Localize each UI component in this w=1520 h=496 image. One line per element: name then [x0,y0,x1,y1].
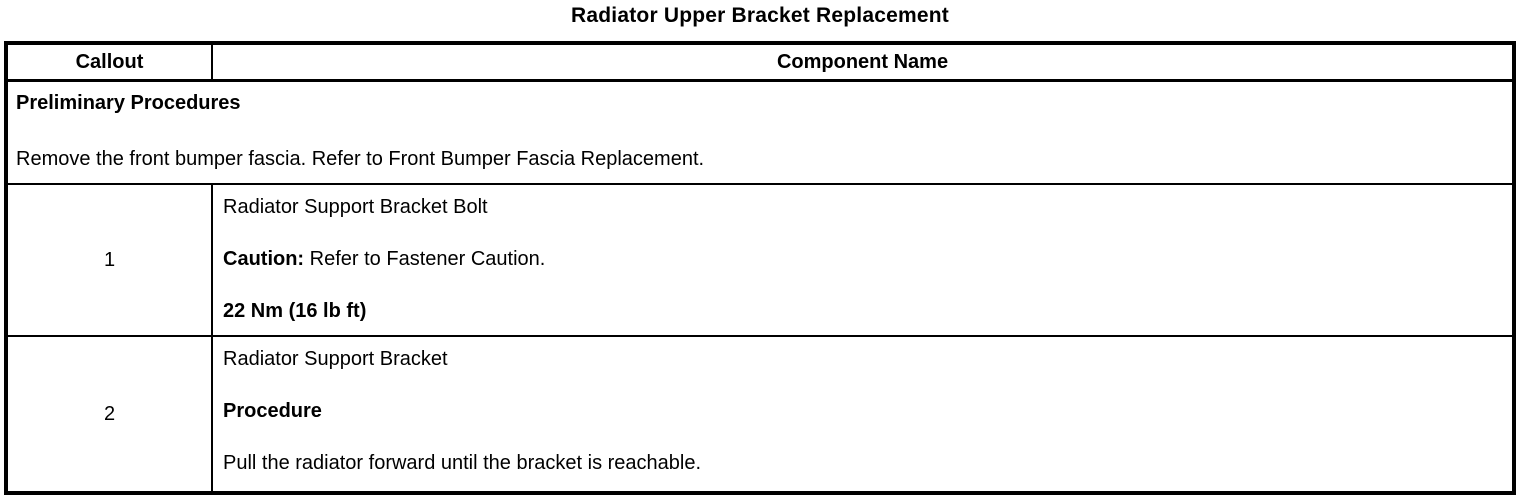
callout-number: 1 [8,185,213,335]
callout-number: 2 [8,337,213,491]
component-description-cell: Radiator Support Bracket Procedure Pull … [213,337,1512,491]
caution-label: Caution: [223,248,305,270]
component-name: Radiator Support Bracket Bolt [223,196,488,218]
preliminary-procedures-row: Preliminary Procedures Remove the front … [8,82,1512,185]
component-column-header: Component Name [776,50,949,73]
callout-header-cell: Callout [8,45,213,79]
page-title: Radiator Upper Bracket Replacement [571,4,949,27]
preliminary-procedures-heading: Preliminary Procedures [16,92,241,114]
preliminary-procedures-text: Remove the front bumper fascia. Refer to… [16,148,705,170]
table-row: 1 Radiator Support Bracket Bolt Caution:… [8,185,1512,337]
table-header-row: Callout Component Name [8,45,1512,82]
component-header-cell: Component Name [213,45,1512,79]
torque-spec: 22 Nm (16 lb ft) [223,300,367,322]
procedure-instruction: Pull the radiator forward until the brac… [223,452,702,474]
table-row: 2 Radiator Support Bracket Procedure Pul… [8,337,1512,491]
caution-text: Refer to Fastener Caution. [304,248,546,270]
procedure-label: Procedure [223,400,322,422]
component-name: Radiator Support Bracket [223,348,448,370]
caution-note: Caution: Refer to Fastener Caution. [223,247,1502,271]
component-table: Callout Component Name Preliminary Proce… [4,41,1516,495]
component-description-cell: Radiator Support Bracket Bolt Caution: R… [213,185,1512,335]
callout-column-header: Callout [75,50,144,73]
